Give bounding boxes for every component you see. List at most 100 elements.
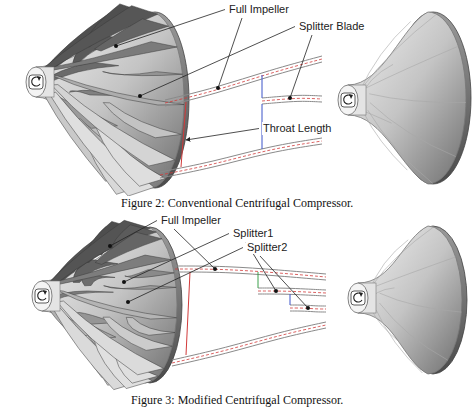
leader-line [110,221,157,247]
blade-outline [376,257,455,286]
hub-flare [348,12,466,184]
figure-caption: Figure 3: Modified Centrifugal Compresso… [130,393,344,407]
leader-line [124,234,229,283]
blade-edge [290,311,326,312]
leader-dot [114,44,118,48]
part-label: Full Impeller [160,214,222,227]
leader-dot [122,280,126,284]
blade-section [160,138,322,178]
splitter-blade [104,286,177,290]
rotation-arrowhead [43,290,47,295]
rotation-icon [341,93,355,107]
blade-edge [175,272,326,280]
blade-section [175,266,326,280]
splitter-lead-line [262,75,263,98]
leader-dot [306,306,310,310]
blade-outline [372,227,434,286]
rotation-icon [351,291,365,305]
leader-dot [213,267,217,271]
leader-dot [216,86,220,90]
hub-face [338,85,358,115]
leader-dot [126,300,130,304]
splitter-blade [103,72,183,76]
figure-caption: Figure 2: Conventional Centrifugal Compr… [120,196,354,210]
leader-line [290,35,312,98]
hub-face [32,281,52,311]
blade-section [262,95,322,104]
impeller-blade [51,85,174,166]
blade-edge [160,138,322,172]
blade-edge [262,95,322,98]
blade-edge [165,62,322,106]
blade-section [165,56,322,106]
throat-line [181,102,186,167]
throat-line [186,272,190,355]
rotation-icon [29,75,43,89]
leader-line [218,18,242,88]
part-label: Splitter1 [232,227,274,240]
blade-edge [172,328,326,366]
blade-section [172,322,326,366]
impeller-blade [48,42,177,70]
leader-line [140,27,295,97]
part-label: Splitter2 [246,241,288,254]
part-label: Throat Length [262,122,333,135]
splitter-blade [125,270,174,278]
hub-face [348,283,368,313]
blade-section [290,305,326,312]
impeller-figure [26,4,189,196]
leader-line [260,256,308,308]
blade-outline [362,14,436,87]
camber-line [175,269,326,277]
camber-line [165,59,322,103]
leader-dot [138,94,142,98]
blade-outline [372,310,401,343]
blade-outline [370,103,456,157]
hub-face [26,67,46,97]
splitter-lead-line [258,272,259,288]
leader-dot [108,244,112,248]
blade-outline [368,110,433,183]
blade-edge [160,144,322,178]
blade-outline [380,293,462,312]
blade-edge [175,266,326,274]
blade-outline [359,21,411,93]
rotation-icon [35,289,49,303]
splitter-blade [103,103,181,138]
impeller-blade [57,301,164,375]
leader-dot [274,289,278,293]
blade-outline [364,113,407,170]
leader-dot [288,96,292,100]
impeller-figure [348,226,467,374]
rotation-arrowhead [349,94,353,99]
rotation-arrowhead [359,292,363,297]
impeller-blade [57,290,177,319]
impeller-blade [54,255,171,284]
blade-outline [376,310,422,373]
hub-flare [358,226,462,374]
splitter-blade [103,317,172,350]
blade-outline [366,46,458,88]
blade-section [258,288,326,296]
blade-edge [172,322,326,360]
blade-edge [290,305,326,306]
camber-line [262,98,322,101]
blade-edge [258,294,326,296]
part-label: Splitter Blade [298,20,365,33]
impeller-figure [338,12,471,184]
blade-edge [258,288,326,290]
splitter-blade [126,317,175,335]
blade-outline [380,303,448,360]
part-label: Full Impeller [228,3,290,16]
camber-line [160,141,322,175]
impeller-figure [32,220,182,389]
blade-edge [262,101,322,104]
camber-line [172,325,326,363]
splitter-lead-line [290,294,291,305]
rotation-arrowhead [37,76,41,81]
leader-line [186,129,259,141]
leader-line [128,248,243,303]
leader-line [116,10,225,47]
blade-outline [369,94,466,103]
